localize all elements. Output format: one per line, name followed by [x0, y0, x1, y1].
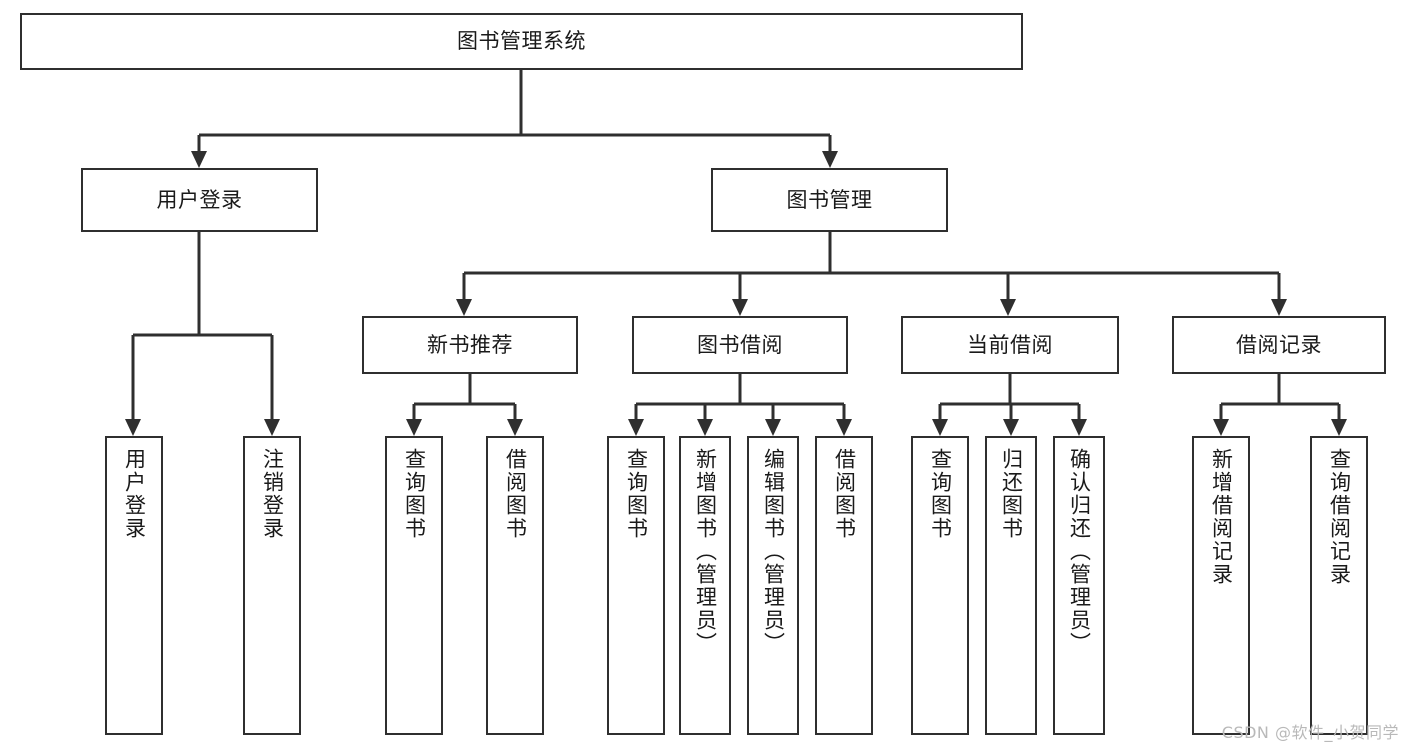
- arrow-head-icon: [1003, 419, 1019, 436]
- node-label: 新增图书（管理员）: [693, 448, 718, 655]
- arrow-head-icon: [1213, 419, 1229, 436]
- arrow-head-icon: [456, 299, 472, 316]
- node-box-leaf-query-book-cb[interactable]: 查询图书: [911, 436, 969, 735]
- arrow-head-icon: [732, 299, 748, 316]
- node-label: 查询图书: [928, 448, 953, 540]
- node-label: 查询图书: [624, 448, 649, 540]
- node-label: 编辑图书（管理员）: [761, 448, 786, 655]
- node-box-leaf-query-record[interactable]: 查询借阅记录: [1310, 436, 1368, 735]
- node-label: 查询借阅记录: [1327, 448, 1352, 586]
- node-label: 图书借阅: [697, 332, 783, 357]
- arrow-head-icon: [125, 419, 141, 436]
- node-label: 确认归还（管理员）: [1067, 448, 1092, 655]
- arrow-head-icon: [628, 419, 644, 436]
- node-box-book-manage[interactable]: 图书管理: [711, 168, 948, 232]
- arrow-head-icon: [1071, 419, 1087, 436]
- node-box-leaf-logout[interactable]: 注销登录: [243, 436, 301, 735]
- node-box-leaf-return-book[interactable]: 归还图书: [985, 436, 1037, 735]
- arrow-head-icon: [836, 419, 852, 436]
- node-label: 查询图书: [402, 448, 427, 540]
- node-box-user-login[interactable]: 用户登录: [81, 168, 318, 232]
- arrow-head-icon: [191, 151, 207, 168]
- node-label: 用户登录: [122, 448, 147, 540]
- node-box-leaf-add-record[interactable]: 新增借阅记录: [1192, 436, 1250, 735]
- arrow-head-icon: [697, 419, 713, 436]
- node-box-leaf-query-book-rec[interactable]: 查询图书: [385, 436, 443, 735]
- node-label: 新增借阅记录: [1209, 448, 1234, 586]
- node-label: 图书管理: [786, 187, 873, 212]
- node-label: 新书推荐: [427, 332, 513, 357]
- node-box-leaf-add-book[interactable]: 新增图书（管理员）: [679, 436, 731, 735]
- node-label: 图书管理系统: [457, 29, 586, 54]
- arrow-head-icon: [507, 419, 523, 436]
- node-label: 用户登录: [156, 187, 243, 212]
- node-box-leaf-confirm-return[interactable]: 确认归还（管理员）: [1053, 436, 1105, 735]
- node-box-leaf-edit-book[interactable]: 编辑图书（管理员）: [747, 436, 799, 735]
- node-box-leaf-query-book-bb[interactable]: 查询图书: [607, 436, 665, 735]
- arrow-head-icon: [406, 419, 422, 436]
- node-box-leaf-user-login[interactable]: 用户登录: [105, 436, 163, 735]
- node-box-root[interactable]: 图书管理系统: [20, 13, 1023, 70]
- arrow-head-icon: [822, 151, 838, 168]
- node-box-leaf-borrow-book-rec[interactable]: 借阅图书: [486, 436, 544, 735]
- node-box-leaf-borrow-book-bb[interactable]: 借阅图书: [815, 436, 873, 735]
- node-box-book-borrow[interactable]: 图书借阅: [632, 316, 848, 374]
- node-label: 当前借阅: [967, 332, 1053, 357]
- arrow-head-icon: [1271, 299, 1287, 316]
- arrow-head-icon: [1000, 299, 1016, 316]
- node-label: 归还图书: [999, 448, 1024, 540]
- node-label: 借阅记录: [1236, 332, 1322, 357]
- node-label: 注销登录: [260, 448, 285, 540]
- arrow-head-icon: [264, 419, 280, 436]
- node-box-current-borrow[interactable]: 当前借阅: [901, 316, 1119, 374]
- node-label: 借阅图书: [503, 448, 528, 540]
- node-label: 借阅图书: [832, 448, 857, 540]
- node-box-new-book-recommend[interactable]: 新书推荐: [362, 316, 578, 374]
- arrow-head-icon: [932, 419, 948, 436]
- arrow-head-icon: [765, 419, 781, 436]
- arrow-head-icon: [1331, 419, 1347, 436]
- node-box-borrow-record[interactable]: 借阅记录: [1172, 316, 1386, 374]
